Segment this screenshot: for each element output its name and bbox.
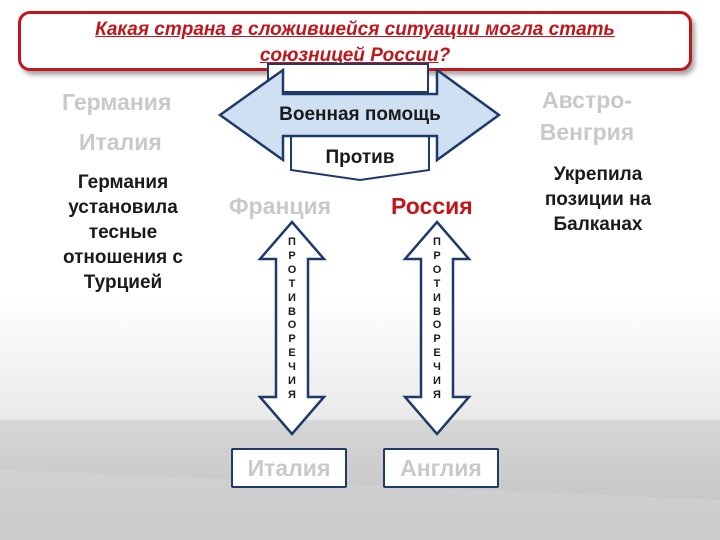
- vertical-letter: О: [287, 263, 297, 276]
- vertical-letter: Р: [433, 249, 441, 262]
- russia-label: Россия: [391, 193, 473, 219]
- against-label: Против: [325, 147, 395, 168]
- vertical-letter: В: [433, 305, 441, 318]
- vertical-letter: И: [433, 375, 441, 388]
- germany-note-line: тесные: [88, 222, 158, 243]
- vertical-letter: О: [432, 263, 442, 276]
- vertical-letter: О: [287, 319, 297, 332]
- vertical-letter: И: [288, 291, 296, 304]
- military-aid-arrow-shape: [217, 67, 502, 163]
- left-vertical-arrow-shape: [257, 220, 327, 436]
- vertical-letter: П: [433, 236, 441, 248]
- vertical-letter: Ч: [288, 361, 296, 374]
- vertical-letter: Р: [288, 249, 296, 262]
- germany-label: Германия: [62, 89, 172, 115]
- austria-line-1: Австро-: [542, 87, 632, 113]
- germany-note-line: установила: [68, 197, 178, 218]
- vertical-letter: Я: [288, 388, 296, 401]
- austria-note-line: позиции на: [544, 189, 652, 210]
- austria-note-line: Укрепила: [553, 164, 643, 185]
- vertical-letter: Я: [433, 388, 441, 401]
- italy-label-top: Италия: [79, 129, 162, 155]
- vertical-letter: Е: [433, 347, 441, 360]
- left-vertical-word: П Р О Т И В О Р Е Ч И Я: [280, 236, 304, 403]
- vertical-letter: Р: [288, 333, 296, 346]
- austria-hungary-label: Австро- Венгрия: [531, 84, 643, 148]
- germany-note: Германия установила тесные отношения с Т…: [40, 170, 206, 295]
- germany-note-line: отношения с: [62, 247, 183, 268]
- vertical-letter: П: [288, 236, 296, 248]
- vertical-letter: Р: [433, 333, 441, 346]
- vertical-letter: О: [432, 319, 442, 332]
- question-line-1: Какая страна в сложившейся ситуации могл…: [95, 19, 615, 40]
- right-vertical-word: П Р О Т И В О Р Е Ч И Я: [425, 236, 449, 403]
- italy-box: Италия: [231, 448, 347, 488]
- austria-note: Укрепила позиции на Балканах: [524, 162, 672, 237]
- vertical-letter: Е: [288, 347, 296, 360]
- military-aid-label: Военная помощь: [279, 104, 441, 125]
- vertical-letter: И: [288, 375, 296, 388]
- germany-note-line: Германия: [77, 172, 169, 193]
- right-vertical-arrow-shape: [402, 220, 472, 436]
- question-box: Какая страна в сложившейся ситуации могл…: [18, 11, 692, 71]
- question-mark: ?: [438, 45, 451, 66]
- austria-line-2: Венгрия: [539, 119, 635, 145]
- vertical-letter: Т: [288, 277, 296, 290]
- england-box: Англия: [383, 448, 499, 488]
- austria-note-line: Балканах: [553, 214, 643, 235]
- vertical-letter: И: [433, 291, 441, 304]
- germany-note-line: Турцией: [83, 272, 163, 293]
- vertical-letter: Т: [433, 277, 441, 290]
- france-label: Франция: [229, 193, 332, 219]
- vertical-letter: Ч: [433, 361, 441, 374]
- vertical-letter: В: [288, 305, 296, 318]
- upper-back-box: [267, 63, 429, 93]
- question-line-2: союзницей России: [259, 45, 439, 66]
